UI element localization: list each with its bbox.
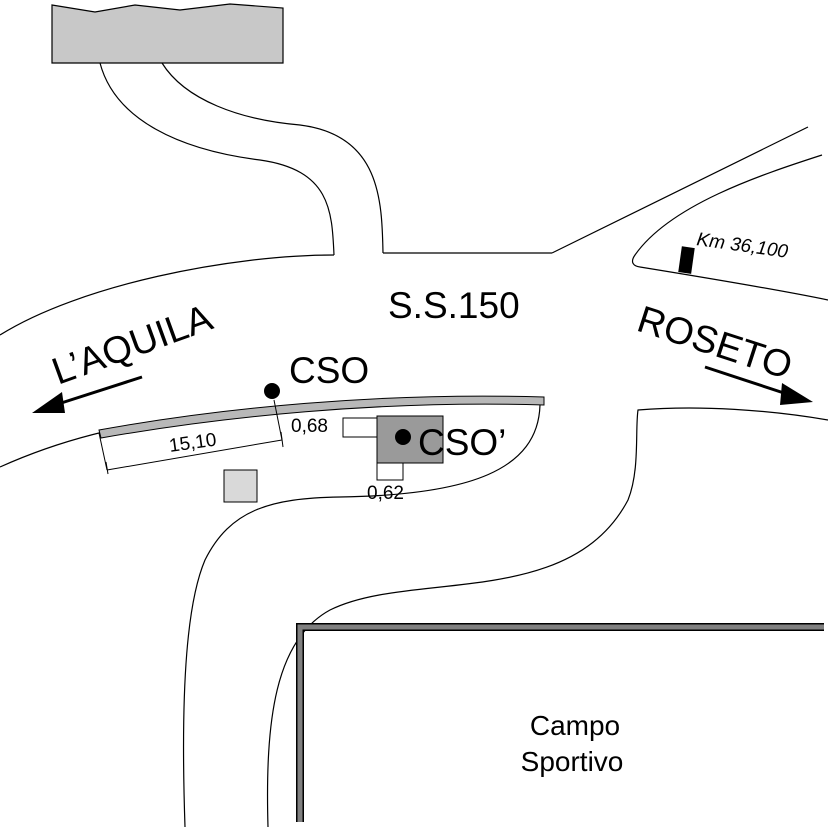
dimension-15-10	[98, 399, 284, 475]
south-road-east-edge	[266, 407, 828, 828]
direction-right-label: ROSETO	[632, 299, 797, 388]
north-road-right-edge	[161, 62, 384, 254]
branch-road-north-edge	[631, 154, 823, 268]
dimension-offset-x-label: 0,62	[367, 483, 404, 504]
road-name-label: S.S.150	[388, 285, 520, 326]
main-road-north-edge-west	[0, 254, 335, 336]
arrow-right-icon	[704, 365, 813, 405]
building-top	[51, 3, 284, 64]
sports-field-label-line1: Campo	[530, 710, 620, 741]
curb	[98, 395, 545, 439]
cso-point	[264, 383, 280, 399]
km-marker-post	[678, 246, 695, 274]
sports-field-wall-inner	[297, 624, 824, 822]
cso-label: CSO	[289, 350, 369, 391]
branch-road-south-edge	[551, 126, 809, 254]
dimension-0-62	[376, 463, 404, 481]
small-box	[223, 469, 258, 503]
km-marker-label: Km 36,100	[695, 229, 789, 263]
main-road-north-edge-east	[639, 266, 828, 301]
north-road-left-edge	[99, 62, 335, 256]
cso-prime-point	[395, 429, 411, 445]
island-edge	[182, 404, 541, 828]
cso-prime-label: CSO’	[418, 422, 506, 463]
sports-field-label-line2: Sportivo	[521, 746, 624, 777]
arrow-left-icon	[32, 375, 143, 413]
dimension-length-label: 15,10	[168, 430, 218, 457]
dimension-offset-y-label: 0,68	[291, 416, 328, 437]
